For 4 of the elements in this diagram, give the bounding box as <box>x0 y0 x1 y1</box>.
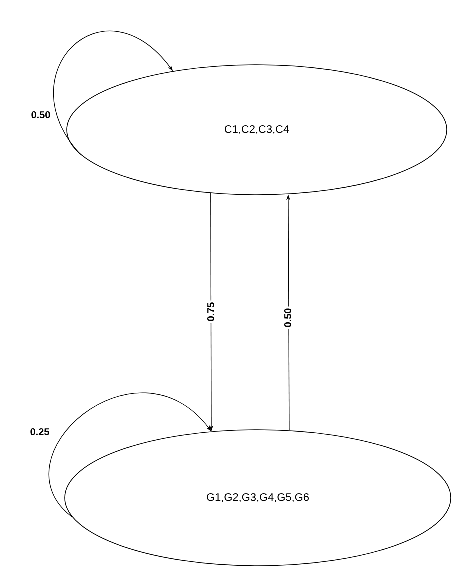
edge-label: 0.75 <box>206 300 216 324</box>
edge-label: 0.50 <box>30 110 52 120</box>
edge-label: 0.50 <box>282 306 294 330</box>
edge-label: 0.25 <box>28 426 52 438</box>
